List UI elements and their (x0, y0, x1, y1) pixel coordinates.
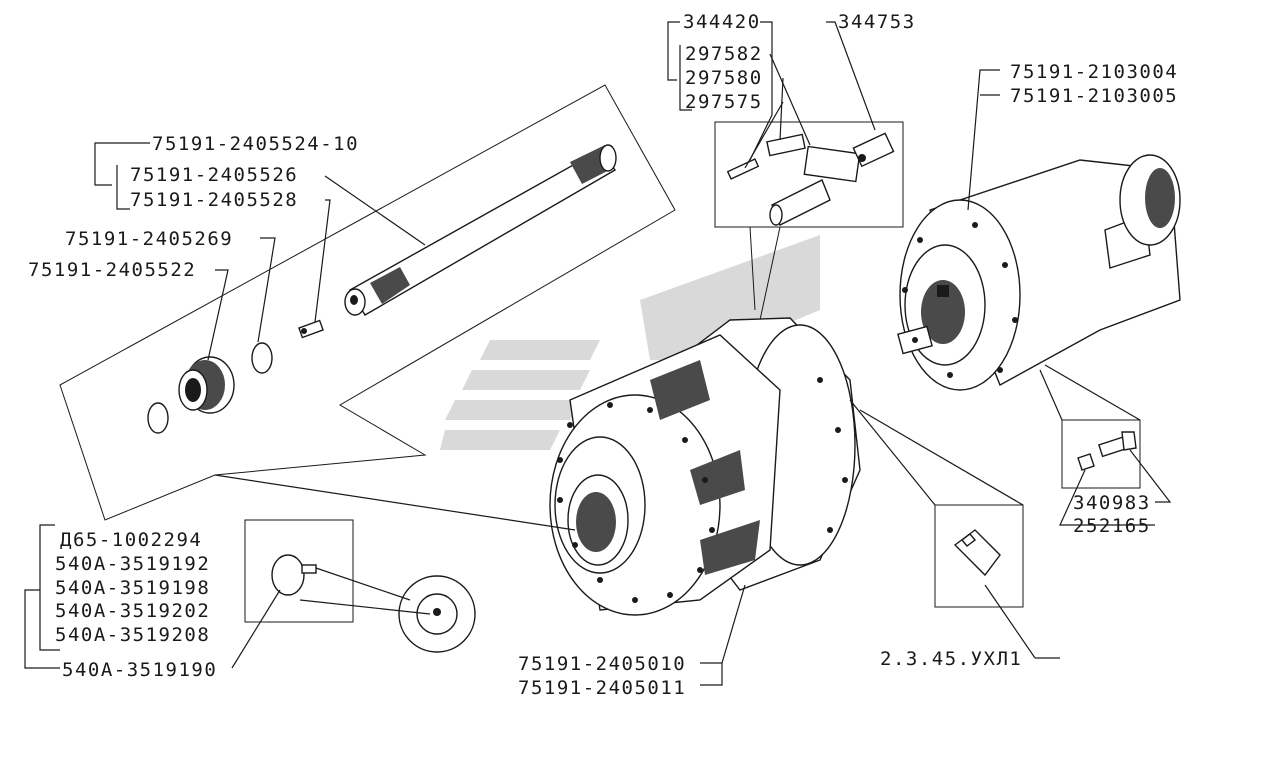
label-75191-2405524-10: 75191-2405524-10 (152, 133, 359, 155)
label-540a-3519192: 540A-3519192 (55, 553, 210, 575)
hub-housing (549, 317, 861, 616)
leader-lines (24, 21, 1172, 686)
label-540a-3519190: 540A-3519190 (62, 659, 217, 681)
label-2-3-45-uhl1: 2.3.45.УХЛ1 (880, 648, 1022, 670)
label-d65-1002294: Д65-1002294 (60, 529, 202, 551)
label-540a-3519208: 540A-3519208 (55, 624, 210, 646)
label-297575: 297575 (685, 91, 763, 113)
label-75191-2103004: 75191-2103004 (1010, 61, 1178, 83)
small-bolt (298, 319, 324, 339)
label-297580: 297580 (685, 67, 763, 89)
splined-coupling (178, 356, 235, 414)
ring-2405269 (251, 342, 273, 374)
label-75191-2103005: 75191-2103005 (1010, 85, 1178, 107)
label-75191-2405528: 75191-2405528 (130, 189, 298, 211)
label-344753: 344753 (838, 11, 916, 33)
label-75191-2405522: 75191-2405522 (28, 259, 196, 281)
label-340983: 340983 (1073, 492, 1151, 514)
label-344420: 344420 (683, 11, 761, 33)
label-75191-2405011: 75191-2405011 (518, 677, 686, 699)
shaft-group-frame (59, 84, 676, 521)
grease-fitting-box (934, 504, 1024, 608)
ring-2405522 (147, 402, 169, 434)
label-540a-3519202: 540A-3519202 (55, 600, 210, 622)
label-75191-2405526: 75191-2405526 (130, 164, 298, 186)
part-labels: 344420 344753 297582 297580 297575 75191… (28, 11, 1178, 699)
cap-box (244, 519, 476, 653)
bolt-nut-box (1061, 419, 1141, 489)
small-parts-box (714, 121, 904, 321)
label-252165: 252165 (1073, 515, 1151, 537)
electric-motor (897, 154, 1181, 391)
label-297582: 297582 (685, 43, 763, 65)
label-75191-2405269: 75191-2405269 (65, 228, 233, 250)
splined-shaft (344, 144, 617, 316)
label-540a-3519198: 540A-3519198 (55, 577, 210, 599)
label-75191-2405010: 75191-2405010 (518, 653, 686, 675)
